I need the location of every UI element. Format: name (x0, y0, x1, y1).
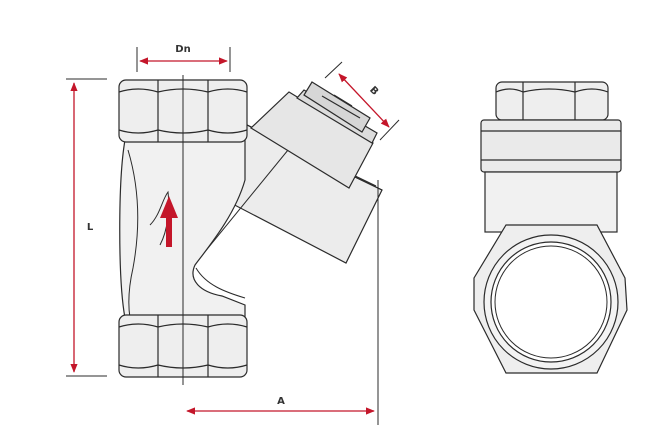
dimension-arrows (70, 57, 390, 415)
dn-label: Dn (175, 44, 190, 55)
up-arrow-icon (160, 196, 178, 247)
side-flange (480, 119, 622, 173)
side-view (473, 81, 628, 374)
a-label: A (277, 396, 285, 407)
b-dimension-line (338, 73, 390, 128)
l-label: L (87, 222, 94, 233)
side-top-nut (495, 81, 609, 121)
main-body (119, 139, 246, 319)
front-view (118, 75, 383, 385)
side-neck (484, 171, 618, 233)
b-label: B (367, 85, 380, 98)
side-port-bore (494, 245, 608, 359)
dimension-lines (66, 47, 400, 425)
